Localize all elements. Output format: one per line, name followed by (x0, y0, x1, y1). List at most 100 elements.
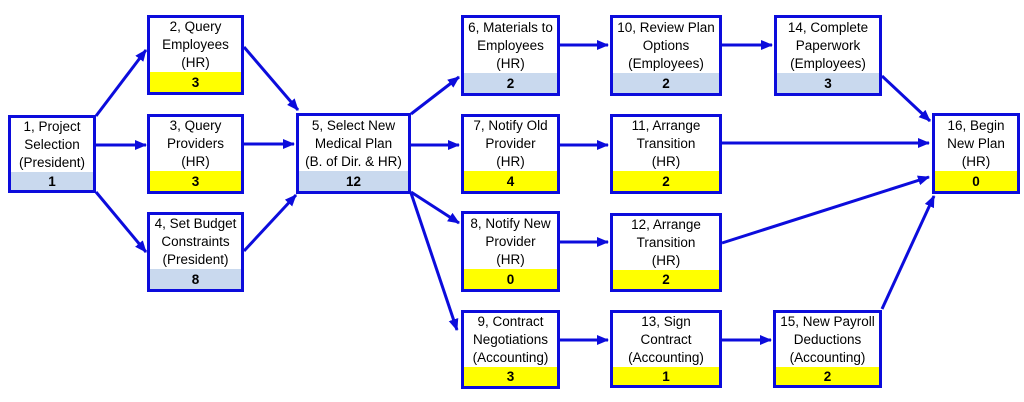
task-duration: 8 (150, 269, 241, 289)
task-node-2[interactable]: 2, Query Employees (HR) 3 (147, 15, 244, 95)
task-node-7[interactable]: 7, Notify Old Provider (HR) 4 (461, 114, 560, 194)
task-label-line: Providers (166, 136, 225, 151)
task-node-11[interactable]: 11, Arrange Transition (HR) 2 (610, 114, 722, 194)
task-node-13[interactable]: 13, Sign Contract (Accounting) 1 (610, 310, 722, 388)
edge-task2-task5 (242, 46, 300, 111)
task-label-line: (HR) (651, 253, 681, 268)
task-label-line: 11, Arrange (631, 118, 701, 133)
edge-task5-task6 (410, 75, 460, 116)
task-label-line: 13, Sign (641, 314, 691, 329)
task-label: 10, Review Plan Options (Employees) (613, 18, 719, 73)
task-duration: 2 (776, 367, 879, 385)
task-label-line: (Employees) (628, 55, 704, 71)
task-label-line: (B. of Dir. & HR) (305, 153, 402, 169)
edge-task5-task9 (409, 192, 459, 331)
task-node-10[interactable]: 10, Review Plan Options (Employees) 2 (610, 15, 722, 96)
task-label-line: Options (642, 37, 690, 53)
task-label-line: (Employees) (790, 55, 866, 71)
task-label: 8, Notify New Provider (HR) (464, 214, 557, 269)
task-node-8[interactable]: 8, Notify New Provider (HR) 0 (461, 211, 560, 292)
task-node-6[interactable]: 6, Materials to Employees (HR) 2 (461, 15, 560, 96)
task-label-line: Transition (636, 235, 696, 250)
task-node-4[interactable]: 4, Set Budget Constraints (President) 8 (147, 212, 244, 292)
task-duration: 3 (150, 72, 241, 92)
task-label: 15, New Payroll Deductions (Accounting) (776, 313, 879, 367)
task-duration: 3 (777, 73, 879, 93)
task-duration: 1 (613, 367, 719, 385)
task-label-line: 6, Materials to (468, 19, 553, 35)
task-duration: 1 (11, 172, 93, 190)
task-node-15[interactable]: 15, New Payroll Deductions (Accounting) … (773, 310, 882, 388)
task-label-line: 3, Query (169, 118, 222, 133)
edge-task1-task4 (94, 191, 148, 253)
task-node-1[interactable]: 1, Project Selection (President) 1 (8, 115, 96, 193)
task-label-line: (Accounting) (789, 350, 866, 365)
task-duration: 2 (613, 73, 719, 93)
task-label-line: 16, Begin (947, 117, 1005, 133)
task-label-line: 8, Notify New (470, 215, 551, 231)
task-label-line: (Accounting) (472, 350, 549, 365)
task-node-16[interactable]: 16, Begin New Plan (HR) 0 (932, 113, 1020, 194)
task-label-line: Selection (24, 137, 80, 152)
task-label: 4, Set Budget Constraints (President) (150, 215, 241, 269)
task-duration: 3 (464, 367, 557, 386)
task-label: 9, Contract Negotiations (Accounting) (464, 313, 557, 367)
task-label-line: (HR) (181, 154, 210, 169)
edge-task15-task16 (880, 195, 936, 310)
task-node-3[interactable]: 3, Query Providers (HR) 3 (147, 114, 244, 194)
task-node-14[interactable]: 14, Complete Paperwork (Employees) 3 (774, 15, 882, 96)
task-label: 2, Query Employees (HR) (150, 18, 241, 72)
task-label-line: 14, Complete (787, 19, 869, 35)
task-duration: 2 (613, 270, 719, 289)
task-label: 5, Select New Medical Plan (B. of Dir. &… (299, 116, 408, 171)
task-label-line: (President) (18, 155, 86, 170)
task-duration: 0 (935, 171, 1017, 191)
task-label-line: Contract (640, 332, 692, 347)
task-node-5[interactable]: 5, Select New Medical Plan (B. of Dir. &… (296, 113, 411, 194)
task-label: 13, Sign Contract (Accounting) (613, 313, 719, 367)
task-label-line: Provider (485, 233, 536, 249)
task-label: 11, Arrange Transition (HR) (613, 117, 719, 171)
task-label-line: (HR) (181, 55, 210, 70)
task-label-line: New Plan (947, 135, 1005, 151)
task-label-line: (HR) (496, 154, 525, 169)
edge-task1-task2 (94, 49, 148, 117)
task-duration: 4 (464, 171, 557, 191)
task-label-line: 4, Set Budget (154, 216, 237, 231)
task-label-line: 15, New Payroll (780, 314, 875, 329)
task-duration: 2 (464, 73, 557, 93)
task-label-line: Employees (477, 37, 544, 53)
task-label-line: 7, Notify Old (473, 118, 548, 133)
task-label-line: (HR) (496, 55, 525, 71)
task-label: 16, Begin New Plan (HR) (935, 116, 1017, 171)
task-label-line: 2, Query (169, 19, 222, 34)
task-label: 14, Complete Paperwork (Employees) (777, 18, 879, 73)
task-label-line: (HR) (961, 153, 991, 169)
task-label-line: Provider (485, 136, 536, 151)
task-duration: 12 (299, 171, 408, 191)
edge-task4-task5 (242, 193, 298, 253)
task-label-line: Constraints (161, 234, 230, 249)
task-label-line: Employees (162, 37, 229, 52)
task-label: 12, Arrange Transition (HR) (613, 216, 719, 270)
task-label: 3, Query Providers (HR) (150, 117, 241, 171)
task-duration: 3 (150, 171, 241, 191)
task-label-line: (Accounting) (628, 350, 704, 365)
task-node-9[interactable]: 9, Contract Negotiations (Accounting) 3 (461, 310, 560, 389)
edge-task14-task16 (880, 74, 932, 123)
task-label-line: 12, Arrange (631, 217, 701, 232)
task-label-line: Negotiations (472, 332, 549, 347)
task-label-line: Paperwork (795, 37, 861, 53)
task-label-line: Medical Plan (314, 135, 393, 151)
task-label: 7, Notify Old Provider (HR) (464, 117, 557, 171)
task-label-line: Deductions (793, 332, 862, 347)
task-duration: 0 (464, 269, 557, 289)
task-label-line: (HR) (496, 251, 525, 267)
task-label: 1, Project Selection (President) (11, 118, 93, 172)
task-label-line: 1, Project (23, 119, 81, 134)
task-node-12[interactable]: 12, Arrange Transition (HR) 2 (610, 213, 722, 292)
task-label-line: 5, Select New (311, 117, 396, 133)
task-duration: 2 (613, 171, 719, 191)
